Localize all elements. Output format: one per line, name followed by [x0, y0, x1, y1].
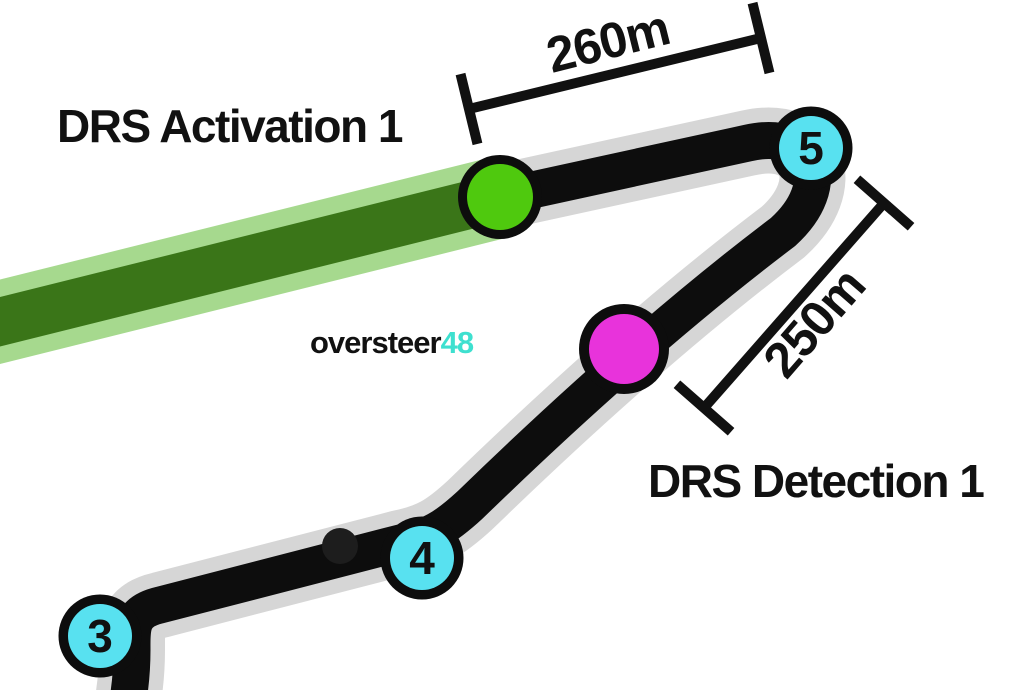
corner-marker-5-fill	[779, 116, 843, 180]
drs-detection-marker-dot	[589, 314, 659, 384]
corner-marker-3-fill	[68, 604, 132, 668]
corner-marker-4-number: 4	[409, 532, 435, 584]
corner-marker-5: 5	[769, 106, 853, 190]
drs-zone-core	[0, 174, 503, 347]
drs-activation-marker-dot	[467, 164, 533, 230]
corner-marker-4-fill	[390, 526, 454, 590]
drs-detection-label: DRS Detection 1	[648, 455, 984, 507]
measurement-250m-line	[673, 175, 915, 436]
drs-activation-marker	[458, 155, 542, 239]
drs-activation-label: DRS Activation 1	[57, 100, 403, 152]
watermark: oversteer48	[310, 325, 474, 360]
drs-detection-marker	[579, 304, 669, 394]
watermark-suffix: 48	[441, 325, 474, 360]
faint-track-dot	[322, 528, 358, 564]
corner-marker-4: 4	[380, 516, 464, 600]
measurement-260m-line	[455, 1, 775, 146]
corner-marker-5-number: 5	[798, 122, 824, 174]
watermark-brand: oversteer	[310, 325, 442, 360]
corner-marker-3: 3	[58, 594, 142, 678]
corner-marker-3-number: 3	[87, 610, 113, 662]
